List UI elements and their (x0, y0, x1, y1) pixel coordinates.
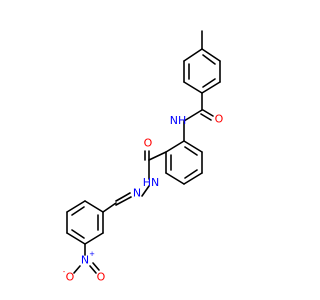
nitro-oxygen-label: O (97, 271, 106, 284)
ring-bond (165, 140, 185, 153)
ring-bond (183, 81, 203, 94)
atom-label-layer: NH O O HN N N + O - O (63, 113, 224, 284)
ring-inner-double-bond (202, 54, 216, 65)
ring-bond (84, 232, 104, 245)
hydrazide-nitrogen-label: HN (143, 176, 160, 189)
ring-bond (201, 48, 221, 62)
imine-nitrogen-label: N (133, 187, 141, 200)
ring-bond (183, 140, 203, 153)
ring-bond (66, 200, 86, 213)
upper-carbonyl-oxygen-label: O (215, 113, 224, 126)
atom-hydrogen: H (143, 176, 151, 189)
ring-bond (201, 81, 221, 94)
molecule-structure: NH O O HN N N + O - O (63, 30, 224, 284)
top-benzene-ring (183, 48, 221, 94)
ring-inner-double-bond (184, 169, 198, 179)
bond-layer (66, 30, 221, 274)
nitro-o-bond (73, 265, 81, 274)
amide-nitrogen-label: NH (170, 114, 187, 127)
n-ch-double-bond (115, 196, 132, 206)
carbonyl-double-bond (200, 113, 212, 121)
nitro-o-double-bond (92, 262, 100, 271)
ring-carbonyl-bond (148, 151, 167, 161)
ring-inner-double-bond (202, 78, 216, 88)
nitro-negative-charge: - (63, 268, 66, 276)
nitro-o-double-bond (89, 265, 97, 274)
middle-carbonyl-oxygen-label: O (144, 137, 153, 150)
ring-inner-double-bond (184, 146, 198, 156)
nitro-nitrogen-label: N (81, 254, 89, 267)
ch-ring-bond (102, 202, 117, 213)
ring-bond (165, 172, 185, 185)
ring-inner-double-bond (71, 206, 85, 216)
carbonyl-n-bond (183, 109, 203, 122)
nitro-oxygen-negative-label: O (66, 271, 75, 284)
nitro-positive-charge: + (89, 250, 95, 258)
middle-benzene-ring (165, 140, 203, 185)
atom-symbol: N (170, 114, 178, 127)
n-ch-double-bond (115, 192, 131, 202)
ring-inner-double-bond (71, 229, 85, 239)
ring-bond (84, 200, 104, 213)
atom-symbol: N (151, 176, 159, 189)
ring-bond (183, 172, 203, 185)
ring-bond (66, 232, 86, 245)
nh-n-bond (141, 185, 150, 197)
atom-hydrogen: H (178, 114, 186, 127)
bottom-benzene-ring (66, 200, 104, 245)
ring-bond (183, 48, 203, 62)
carbonyl-double-bond (202, 109, 214, 117)
